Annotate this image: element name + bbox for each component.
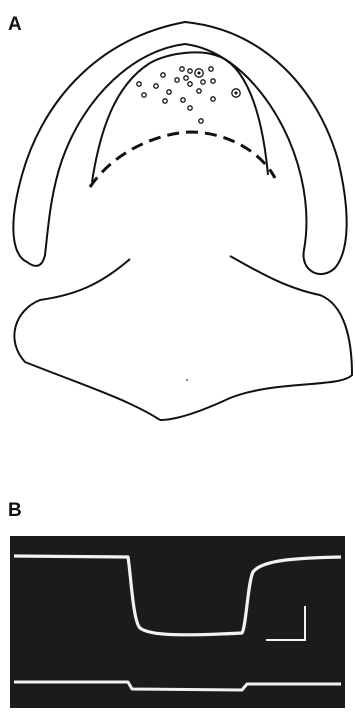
stimulus-point bbox=[154, 84, 158, 88]
dashed-border-line bbox=[90, 132, 275, 187]
stimulus-point-center bbox=[198, 72, 200, 74]
stimulus-point bbox=[175, 78, 179, 82]
stimulus-point-center bbox=[235, 92, 237, 94]
stimulus-point bbox=[180, 67, 184, 71]
stimulus-point bbox=[197, 89, 201, 93]
lower-jaw-left-outline bbox=[14, 259, 160, 420]
stimulus-point bbox=[142, 93, 146, 97]
stimulus-point bbox=[188, 106, 192, 110]
stimulus-point bbox=[167, 90, 171, 94]
stimulus-point bbox=[181, 98, 185, 102]
stimulus-point bbox=[137, 82, 141, 86]
outer-jaw-outline bbox=[13, 22, 346, 274]
stimulus-point bbox=[184, 76, 188, 80]
stimulus-point bbox=[163, 99, 167, 103]
palate-outline-drawing bbox=[0, 0, 355, 480]
lower-jaw-right-outline bbox=[160, 256, 352, 420]
stimulus-point bbox=[161, 73, 165, 77]
oscilloscope-trace bbox=[10, 536, 345, 708]
panel-b-label: B bbox=[8, 500, 22, 522]
stimulus-point bbox=[211, 79, 215, 83]
stimulus-point bbox=[188, 82, 192, 86]
stimulus-point bbox=[201, 80, 205, 84]
stimulation-points bbox=[137, 67, 240, 123]
ink-speck bbox=[186, 379, 188, 381]
stimulus-point bbox=[188, 69, 192, 73]
stimulus-point bbox=[211, 97, 215, 101]
stimulus-point bbox=[209, 67, 213, 71]
stimulus-point bbox=[199, 119, 203, 123]
